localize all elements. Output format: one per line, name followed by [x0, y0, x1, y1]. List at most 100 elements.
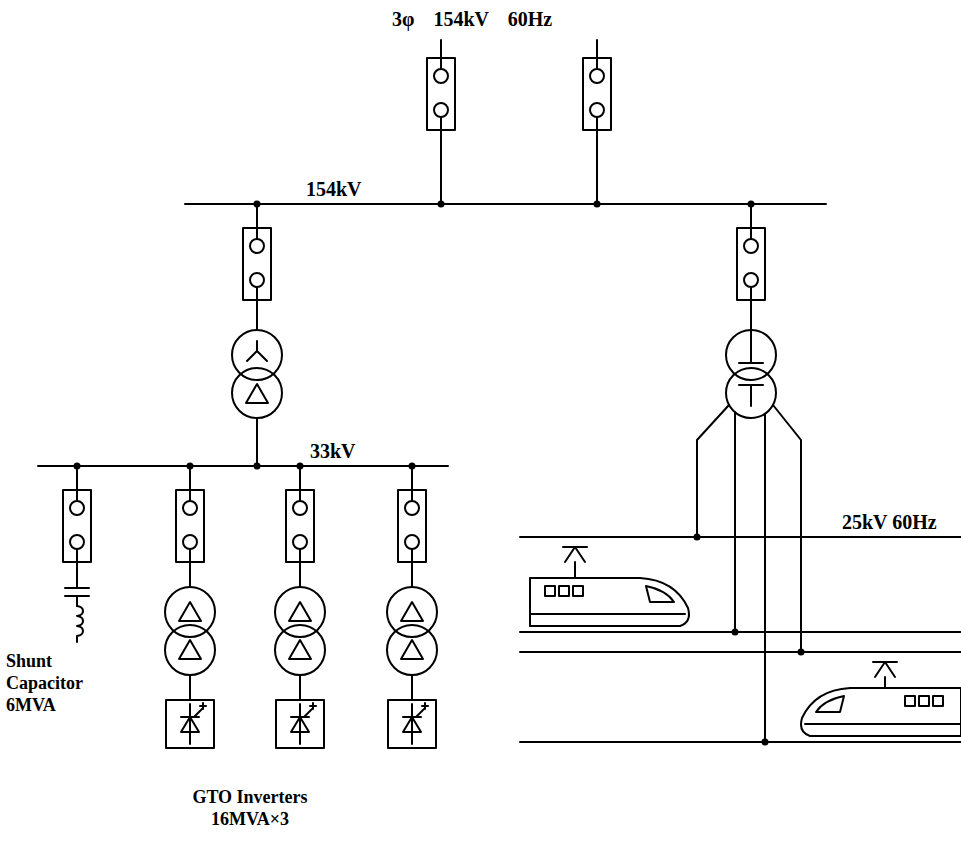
- transformer-symbol: [387, 587, 437, 700]
- breaker-symbol: [293, 535, 307, 549]
- capacitor-label: Shunt Capacitor 6MVA: [6, 650, 83, 716]
- inverter-symbol: [291, 717, 309, 732]
- train-drawing: [559, 586, 569, 596]
- transformer-symbol: [387, 625, 437, 675]
- track-line: [520, 537, 961, 742]
- feeder-breaker: [596, 40, 598, 69]
- inverter-symbol: [411, 704, 413, 744]
- transformer-symbol: [289, 640, 311, 659]
- transformer-symbol: [257, 351, 267, 361]
- junction-dot: [74, 201, 805, 746]
- breaker-symbol: [750, 287, 752, 330]
- inverter-symbol: [403, 716, 421, 718]
- transformer-symbol: [232, 330, 282, 466]
- inverter-symbol: [194, 709, 202, 717]
- junction-dot: [187, 463, 194, 470]
- bus-label: 154kV: [306, 178, 362, 200]
- inverter-symbol: [181, 716, 199, 718]
- feeder-breaker: [590, 69, 604, 83]
- inverter-label: GTO Inverters 16MVA×3: [172, 786, 328, 830]
- transformer-symbol: [299, 675, 301, 700]
- junction-dot: [762, 739, 769, 746]
- breaker-symbol: [76, 466, 78, 501]
- inverter-symbol: [291, 716, 309, 718]
- feeder-breaker: [434, 69, 448, 83]
- inverter-symbol: [276, 700, 324, 748]
- transformer-symbol: [256, 341, 258, 351]
- inverter-symbol: [181, 717, 199, 732]
- breaker-symbol: [737, 204, 765, 330]
- bus-bar: [185, 204, 826, 205]
- train-drawing: [530, 547, 689, 626]
- transformer-symbol: [289, 602, 311, 621]
- breaker-symbol: [63, 466, 91, 588]
- capacitor-symbol: [65, 588, 89, 642]
- capacitor-symbol: [77, 606, 83, 642]
- transformer-symbol: [401, 602, 423, 621]
- breaker-symbol: [70, 535, 84, 549]
- breaker-symbol: [250, 239, 264, 253]
- breaker-symbol: [405, 535, 419, 549]
- supply-label: 3φ 154kV 60Hz: [392, 8, 552, 30]
- capacitor-symbol: [65, 587, 89, 589]
- inverter-symbol: [200, 705, 206, 707]
- breaker-symbol: [744, 239, 758, 253]
- train-drawing: [646, 586, 674, 602]
- transformer-symbol: [411, 675, 413, 700]
- breaker-symbol: [243, 204, 271, 330]
- breaker-symbol: [189, 466, 191, 501]
- train-drawing: [873, 661, 897, 663]
- train-drawing: [530, 613, 685, 615]
- transformer-symbol: [726, 330, 776, 380]
- feeder-label: 25kV 60Hz: [842, 511, 937, 533]
- transformer-symbol: [165, 625, 215, 675]
- transformer-symbol: [275, 587, 325, 637]
- train-drawing: [563, 546, 587, 548]
- transformer-symbol: [256, 418, 258, 466]
- track-line: [520, 536, 961, 538]
- train-drawing: [905, 696, 915, 706]
- bus-bar: [38, 465, 448, 467]
- transformer-symbol: [275, 587, 325, 700]
- bus-bar: [38, 466, 448, 467]
- breaker-symbol: [299, 549, 301, 587]
- train-drawing: [574, 562, 576, 578]
- breaker-symbol: [183, 501, 197, 515]
- track-line: [520, 741, 961, 743]
- transformer-symbol: [232, 330, 282, 380]
- breaker-symbol: [411, 466, 413, 501]
- breaker-symbol: [744, 273, 758, 287]
- breaker-symbol: [286, 466, 314, 587]
- train-drawing: [545, 586, 555, 596]
- train-drawing: [875, 662, 895, 677]
- junction-dot: [694, 534, 701, 541]
- inverter-symbol: [416, 709, 424, 717]
- inverter-symbol: [422, 705, 428, 707]
- transformer-symbol: [697, 405, 729, 537]
- train-drawing: [565, 547, 585, 562]
- transformer-symbol: [773, 405, 801, 652]
- breaker-symbol: [411, 549, 413, 587]
- bus-label: 33kV: [310, 440, 356, 462]
- breaker-symbol: [256, 287, 258, 330]
- transformer-symbol: [246, 384, 268, 403]
- feeder-breaker: [434, 103, 448, 117]
- junction-dot: [254, 463, 261, 470]
- transformer-symbol: [179, 640, 201, 659]
- train-drawing: [801, 688, 961, 736]
- track-line: [520, 651, 961, 653]
- inverter-symbol: [189, 704, 191, 744]
- inverter-symbol: [166, 700, 214, 748]
- transformer-symbol: [189, 675, 191, 700]
- junction-dot: [438, 201, 445, 208]
- transformer-symbol: [387, 587, 437, 637]
- breaker-symbol: [70, 501, 84, 515]
- inverter-symbol: [299, 704, 301, 744]
- transformer-symbol: [750, 385, 752, 406]
- train-drawing: [805, 723, 961, 725]
- transformer-symbol: [165, 587, 215, 637]
- breaker-symbol: [183, 535, 197, 549]
- bus-bar: [185, 203, 826, 205]
- track-line: [520, 631, 961, 633]
